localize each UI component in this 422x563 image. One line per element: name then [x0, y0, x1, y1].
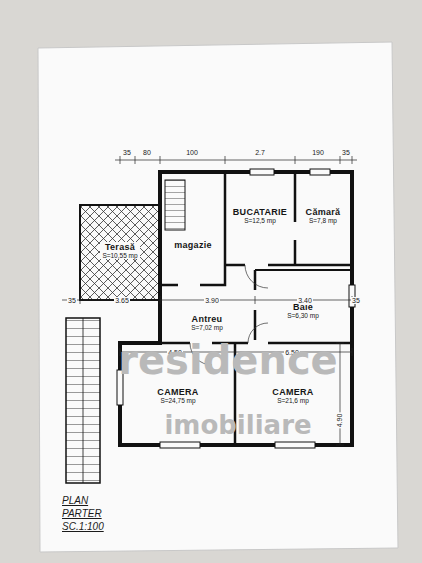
room-label: magazie — [172, 240, 214, 250]
storage-wall — [160, 265, 225, 285]
dimension-label: 2.7 — [254, 149, 266, 156]
walls — [120, 172, 352, 445]
kitchen-bottom-wall — [225, 264, 350, 267]
room-area: S=21,6 mp — [270, 397, 315, 404]
room-name: Terasă — [100, 242, 139, 252]
pantry-wall — [294, 172, 297, 265]
window — [275, 442, 315, 448]
dimension-label: 4.90 — [337, 412, 344, 428]
dimension-label: 35 — [67, 297, 77, 304]
window — [310, 169, 330, 175]
room-label: AntreuS=7,02 mp — [189, 314, 225, 331]
dimension-label: 35 — [351, 297, 361, 304]
room-label: CAMERAS=21,6 mp — [270, 387, 315, 404]
room-name: Antreu — [189, 314, 225, 324]
room-name: BUCATARIE — [231, 207, 289, 217]
plan-title: PLAN PARTER SC.1:100 — [62, 494, 114, 533]
kitchen-wall — [224, 172, 227, 265]
paper-sheet — [38, 42, 398, 552]
room-area: S=6,30 mp — [285, 312, 321, 319]
dimension-lines — [62, 156, 360, 445]
bath-top-wall — [255, 269, 350, 271]
dimension-label: 3.40 — [297, 297, 313, 304]
watermark: imobiliare — [164, 412, 311, 438]
outer-wall — [120, 172, 352, 445]
dimension-line — [115, 160, 357, 161]
bath-wall — [254, 270, 257, 340]
room-area: S=12,5 mp — [231, 217, 289, 224]
room-area: S=7,8 mp — [304, 217, 343, 224]
terrace-hatch — [80, 205, 160, 300]
room-name: magazie — [172, 240, 214, 250]
dimension-label: 35 — [341, 149, 351, 156]
room-label: BUCATARIES=12,5 mp — [231, 207, 289, 224]
room-label: CămarăS=7,8 mp — [304, 207, 343, 224]
room-label: TerasăS=10,55 mp — [100, 242, 139, 259]
room-name: Cămară — [304, 207, 343, 217]
dimension-label: 35 — [122, 149, 132, 156]
dimension-label: 80 — [142, 149, 152, 156]
room-label: BaieS=6,30 mp — [285, 302, 321, 319]
room-area: S=24,75 mp — [155, 397, 200, 404]
dimension-label: 3.90 — [204, 297, 220, 304]
door-swing — [245, 265, 268, 288]
window — [160, 442, 200, 448]
window — [250, 169, 274, 175]
room-name: CAMERA — [155, 387, 200, 397]
windows — [117, 169, 355, 448]
dimension-label: 100 — [185, 149, 199, 156]
room-area: S=7,02 mp — [189, 324, 225, 331]
inner-stairs — [165, 180, 185, 230]
dimension-ticks — [80, 296, 352, 304]
outer-stairs — [66, 318, 100, 483]
dimension-label: 3.65 — [114, 297, 130, 304]
room-name: CAMERA — [270, 387, 315, 397]
room-label: CAMERAS=24,75 mp — [155, 387, 200, 404]
watermark: residence — [118, 340, 337, 380]
dimension-ticks — [120, 156, 352, 164]
dimension-label: 190 — [311, 149, 325, 156]
stair-rail — [83, 318, 84, 483]
room-area: S=10,55 mp — [100, 252, 139, 259]
